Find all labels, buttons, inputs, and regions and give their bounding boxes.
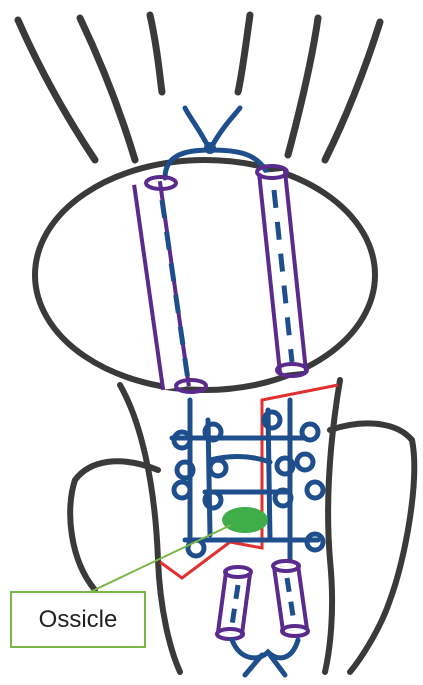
bottom-left-tube — [217, 567, 251, 639]
suture-loops — [174, 412, 323, 556]
condyle-outline — [35, 160, 375, 390]
lattice-suture — [172, 400, 318, 560]
finger-outlines — [18, 15, 380, 160]
bottom-knot-suture — [232, 640, 298, 675]
ossicle — [222, 507, 268, 533]
left-tube — [146, 177, 206, 392]
ossicle-callout-label: Ossicle — [10, 591, 146, 648]
bottom-right-tube — [273, 561, 308, 636]
right-tube — [257, 166, 307, 376]
